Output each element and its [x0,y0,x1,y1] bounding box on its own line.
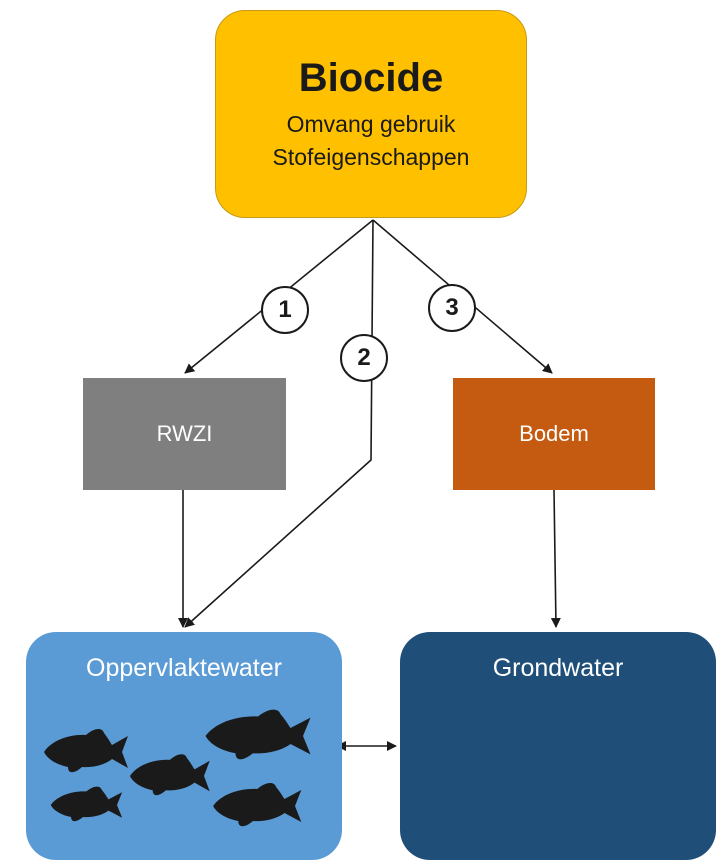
arrow-bodem-to-grondwater [550,489,561,628]
oppervlaktewater-box: Oppervlaktewater [26,632,342,860]
rwzi-label: RWZI [156,421,213,446]
biocide-line-properties: Stofeigenschappen [272,144,470,170]
biocide-line-usage: Omvang gebruik [286,111,456,137]
route-1-number: 1 [278,296,292,323]
oppervlaktewater-label: Oppervlaktewater [86,654,282,682]
biocide-title: Biocide [298,56,444,100]
route-2-number: 2 [357,344,371,371]
rwzi-box: RWZI [83,378,286,490]
bodem-box: Bodem [453,378,655,490]
bodem-label: Bodem [519,421,589,446]
arrow-route-2 [184,219,374,628]
grondwater-box: Grondwater [400,632,716,860]
route-3-badge: 3 [428,284,476,332]
biocide-box: Biocide Omvang gebruik Stofeigenschappen [215,10,527,218]
route-1-badge: 1 [261,286,309,334]
route-2-badge: 2 [340,334,388,382]
grondwater-label: Grondwater [492,654,624,682]
route-3-number: 3 [445,294,459,321]
